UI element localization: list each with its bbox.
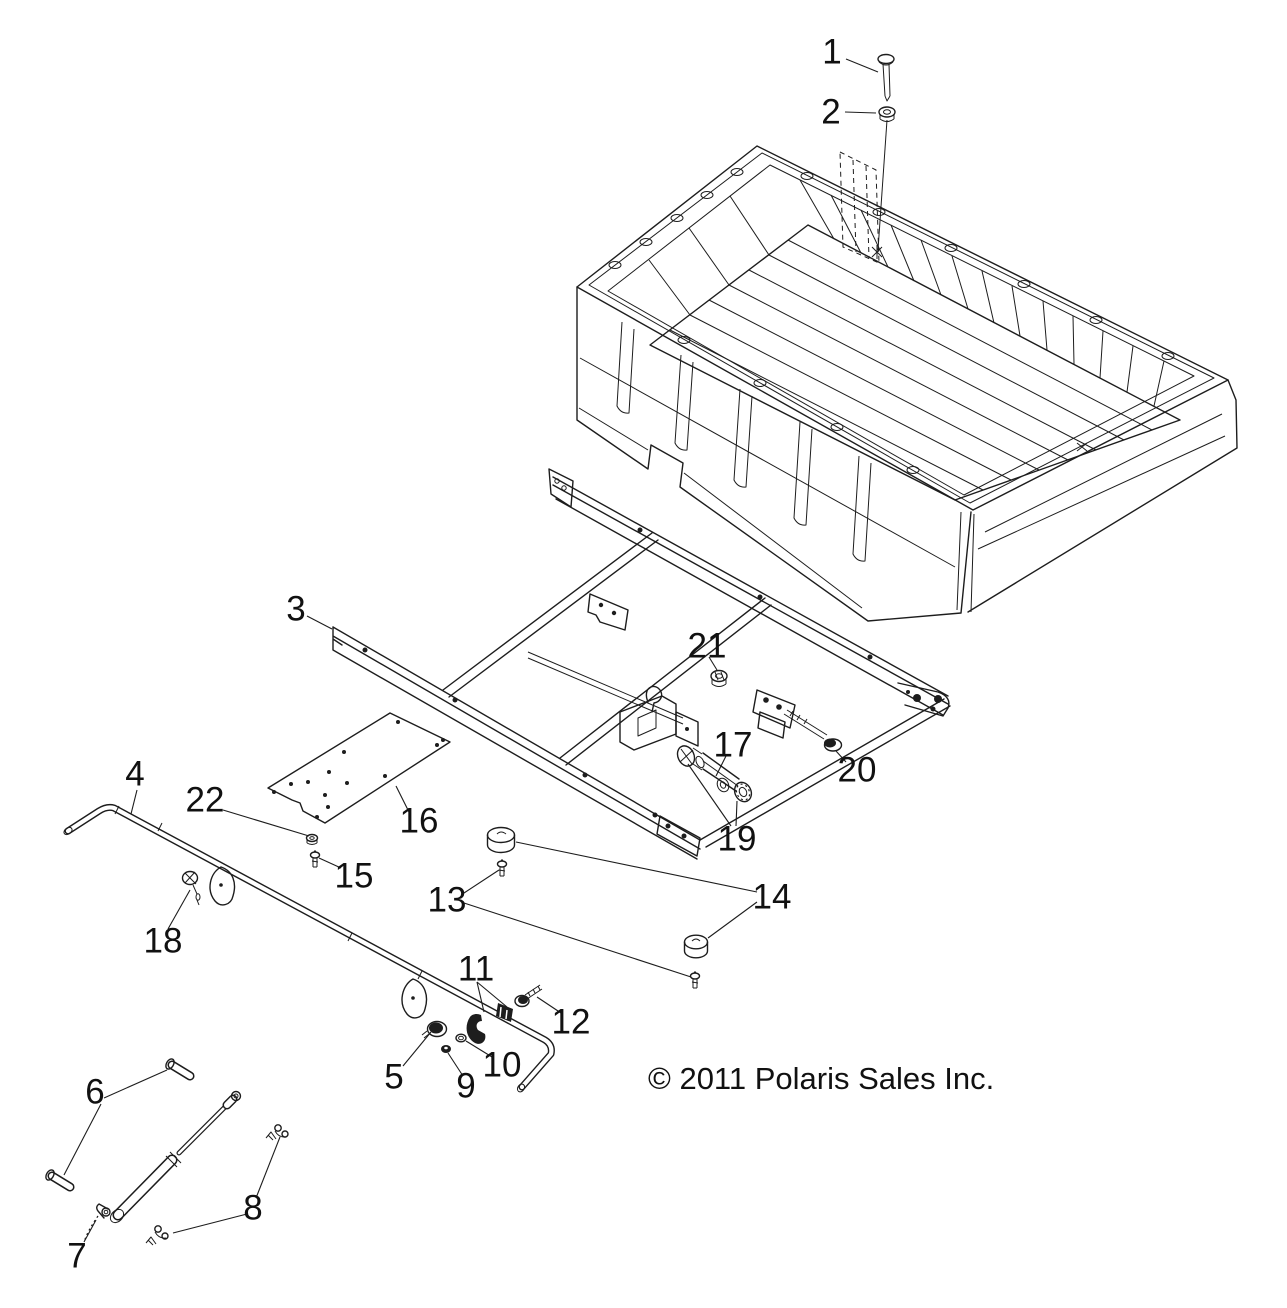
leader-line-4 (130, 789, 138, 815)
callout-22: 22 (186, 781, 225, 820)
leader-line-13 (463, 869, 500, 894)
alignment-guide-line (871, 119, 888, 259)
spring-clip-18-art (181, 870, 201, 906)
leader-line-19 (687, 763, 732, 827)
leader-line-11 (476, 981, 508, 1008)
cargo-box-art (576, 145, 1238, 622)
roller-assembly-art (676, 745, 753, 803)
pivot-rod-art (63, 803, 555, 1093)
leader-line-6 (103, 1069, 168, 1099)
box-frame-art (332, 468, 951, 860)
callout-1: 1 (822, 33, 841, 72)
leader-line-12 (536, 996, 562, 1014)
leader-line-3 (306, 615, 333, 630)
leader-line-11 (476, 981, 485, 1013)
leader-line-21 (708, 656, 718, 671)
callout-7: 7 (67, 1237, 86, 1276)
callout-12: 12 (552, 1003, 591, 1042)
callout-6: 6 (85, 1073, 104, 1112)
leader-line-22 (222, 809, 310, 837)
callout-19: 19 (718, 820, 757, 859)
leader-line-18 (167, 889, 191, 930)
leader-line-14 (707, 901, 758, 939)
clevis-pins-art (45, 1058, 195, 1192)
callout-14: 14 (753, 878, 792, 917)
leader-line-8 (255, 1136, 281, 1199)
bolt-5-art (421, 1020, 448, 1039)
callout-8: 8 (243, 1189, 262, 1228)
gas-strut-art (83, 1090, 242, 1243)
callout-10: 10 (483, 1046, 522, 1085)
leader-line-9 (447, 1052, 464, 1077)
pad-screws-art (309, 850, 701, 989)
bolt-1-art (877, 53, 895, 102)
callout-17: 17 (714, 726, 753, 765)
copyright-text: © 2011 Polaris Sales Inc. (648, 1061, 994, 1096)
nut-2-art (878, 106, 896, 122)
callout-20: 20 (838, 751, 877, 790)
leader-line-13 (463, 902, 692, 978)
callout-5: 5 (384, 1058, 403, 1097)
nut-9-art (441, 1045, 451, 1053)
leader-line-6 (63, 1103, 102, 1176)
leader-line-14 (515, 841, 758, 893)
leader-line-1 (845, 58, 879, 73)
washer-10-art (455, 1033, 467, 1043)
leader-line-19 (735, 800, 738, 827)
leader-line-15 (318, 857, 342, 869)
callout-9: 9 (456, 1067, 475, 1106)
skid-plate-art (267, 712, 451, 824)
leader-line-2 (844, 111, 877, 114)
leader-line-20 (835, 750, 847, 763)
bumper-pads-art (486, 826, 709, 959)
cable-clips-art (145, 1124, 289, 1246)
callout-21: 21 (688, 627, 727, 666)
bolt-12-art (514, 984, 543, 1008)
leader-line-7 (83, 1219, 97, 1243)
bolt-20-art (783, 709, 843, 752)
callout-16: 16 (400, 802, 439, 841)
leader-line-10 (465, 1040, 493, 1058)
callout-11: 11 (458, 950, 494, 989)
callout-13: 13 (428, 881, 467, 920)
leader-line-8 (172, 1213, 248, 1234)
rod-clamp-art (466, 1003, 513, 1044)
callout-2: 2 (821, 93, 840, 132)
callout-3: 3 (286, 590, 305, 629)
callout-15: 15 (335, 857, 374, 896)
callout-18: 18 (144, 922, 183, 961)
callout-4: 4 (125, 755, 144, 794)
nut-22-art (305, 833, 319, 845)
nut-21-art (710, 669, 728, 687)
leader-line-5 (402, 1031, 432, 1067)
leader-line-16 (395, 785, 410, 813)
leader-line-17 (715, 755, 727, 777)
